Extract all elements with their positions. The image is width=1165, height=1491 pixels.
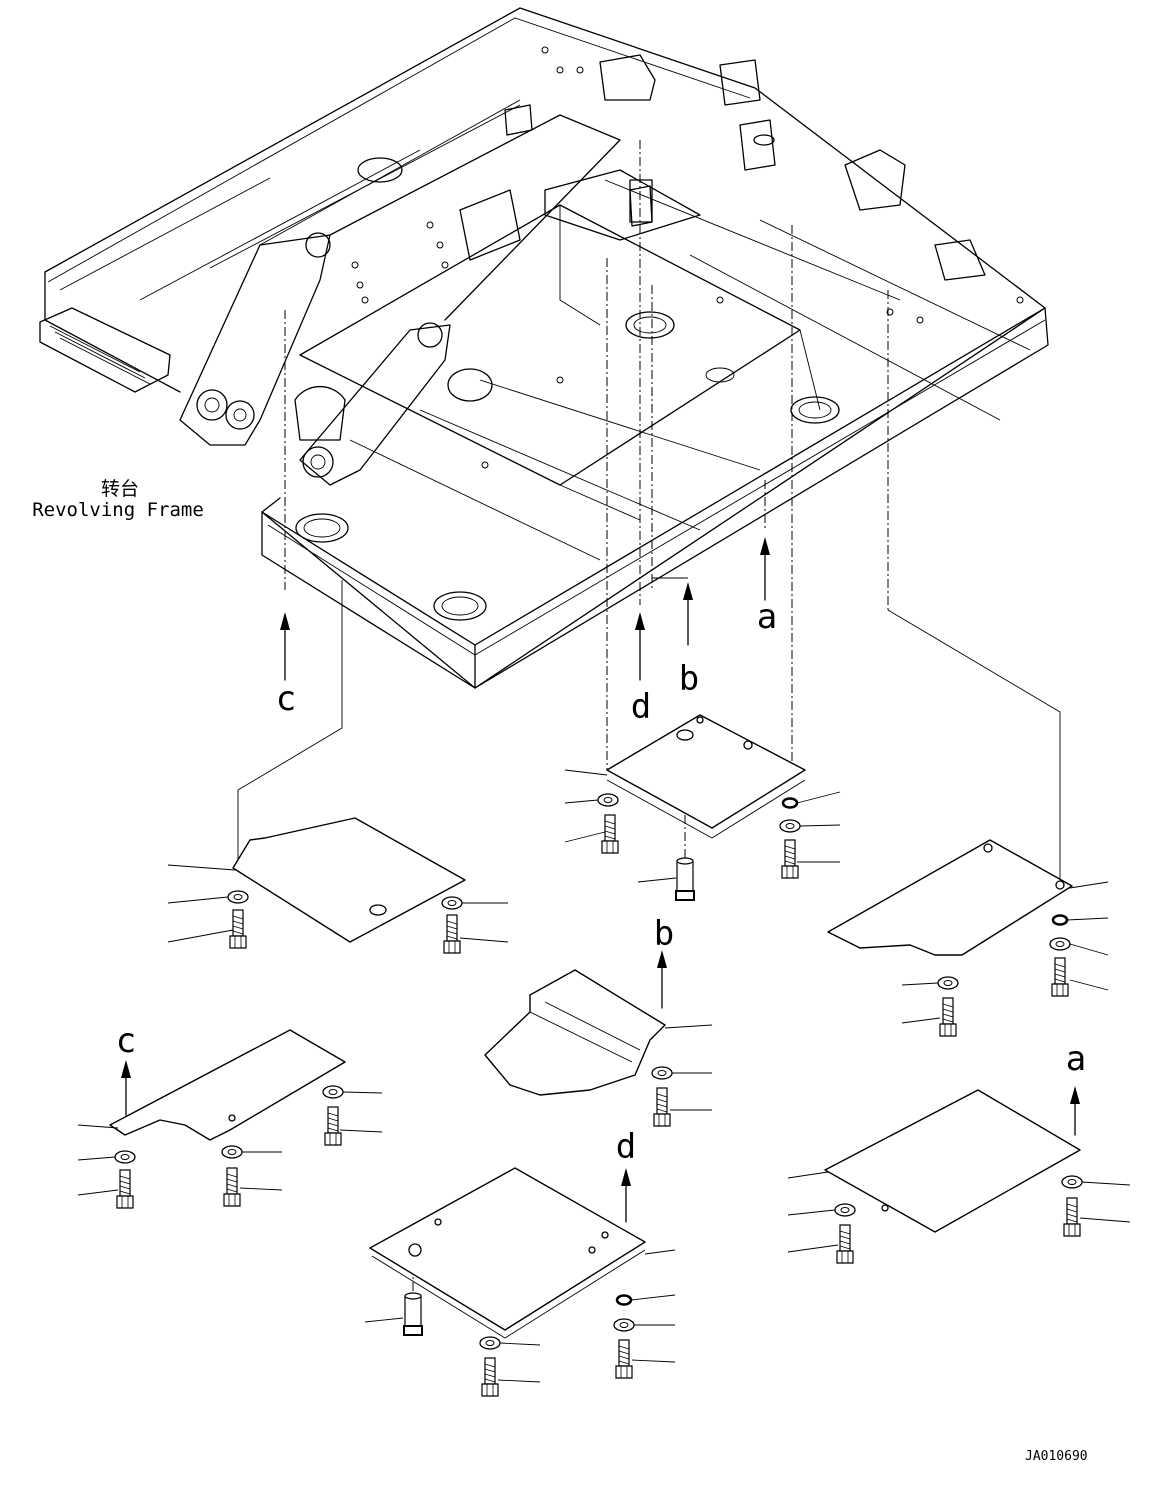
arrow-b-part <box>657 950 667 1009</box>
view-label-b-part: b <box>654 914 674 954</box>
view-label-c-frame: c <box>276 679 296 719</box>
view-label-c-part: c <box>116 1021 136 1061</box>
drawing-code: JA010690 <box>1025 1449 1088 1464</box>
view-arrows <box>121 537 1080 1223</box>
arrow-c-frame <box>280 612 290 681</box>
view-label-d-part: d <box>616 1127 636 1167</box>
view-label-d-frame: d <box>631 687 651 727</box>
view-label-a-frame: a <box>757 597 777 637</box>
cover-plate-d-top <box>606 714 806 839</box>
title-cn: 转台 <box>101 478 139 500</box>
revolving-frame <box>39 7 1049 689</box>
cover-plate-a-bottom <box>824 1089 1081 1233</box>
leader-lines <box>77 769 1131 1383</box>
arrow-c-part <box>121 1060 131 1116</box>
cover-plate-a-top <box>827 839 1073 956</box>
arrow-a-part <box>1070 1086 1080 1136</box>
frame-holes <box>351 46 1024 469</box>
cover-plate-d-bottom <box>369 1167 646 1339</box>
arrow-a-frame <box>760 537 770 601</box>
arrow-b-frame <box>683 582 693 646</box>
cover-plate-c-bottom <box>109 1029 346 1141</box>
view-label-a-part: a <box>1066 1039 1086 1079</box>
title-en: Revolving Frame <box>32 499 204 521</box>
cover-plate-c-top <box>232 817 466 943</box>
cover-plate-b <box>484 969 666 1096</box>
view-label-b-frame: b <box>679 659 699 699</box>
arrow-d-part <box>621 1168 631 1223</box>
arrow-d-frame <box>635 612 645 681</box>
projection-lines <box>237 140 1061 1305</box>
